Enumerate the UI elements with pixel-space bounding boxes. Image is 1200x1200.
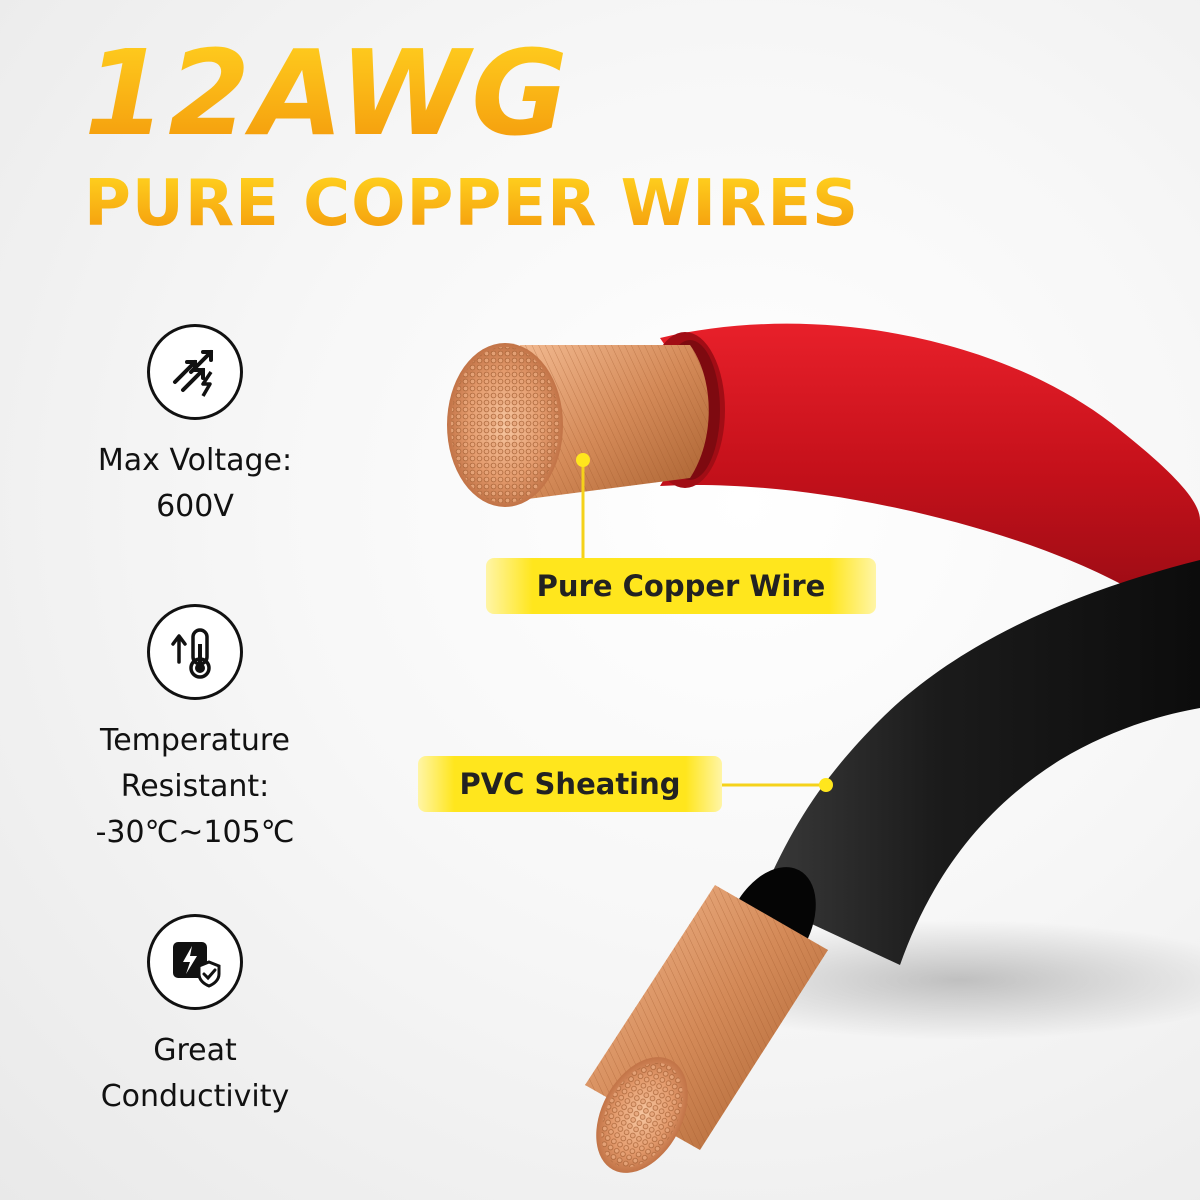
callout-pure-copper-wire: Pure Copper Wire [486, 558, 876, 614]
voltage-arrows-icon [147, 324, 243, 420]
red-wire-sheath [660, 323, 1200, 640]
feature-temperature-text: Temperature Resistant: -30℃~105℃ [95, 723, 295, 850]
feature-temperature: Temperature Resistant: -30℃~105℃ [60, 604, 330, 856]
thermometer-icon [147, 604, 243, 700]
sheath-leader-dot [819, 778, 833, 792]
copper-leader-dot [576, 453, 590, 467]
black-wire-sheath [760, 560, 1200, 965]
conductivity-shield-icon [147, 914, 243, 1010]
feature-max-voltage: Max Voltage: 600V [60, 324, 330, 530]
callout-pvc-sheating: PVC Sheating [418, 756, 722, 812]
feature-conductivity-text: Great Conductivity [100, 1033, 290, 1114]
headline-subtitle: PURE COPPER WIRES [84, 167, 860, 241]
feature-conductivity: Great Conductivity [60, 914, 330, 1120]
headline-gauge: 12AWG [84, 24, 571, 162]
feature-max-voltage-text: Max Voltage: 600V [97, 443, 293, 524]
